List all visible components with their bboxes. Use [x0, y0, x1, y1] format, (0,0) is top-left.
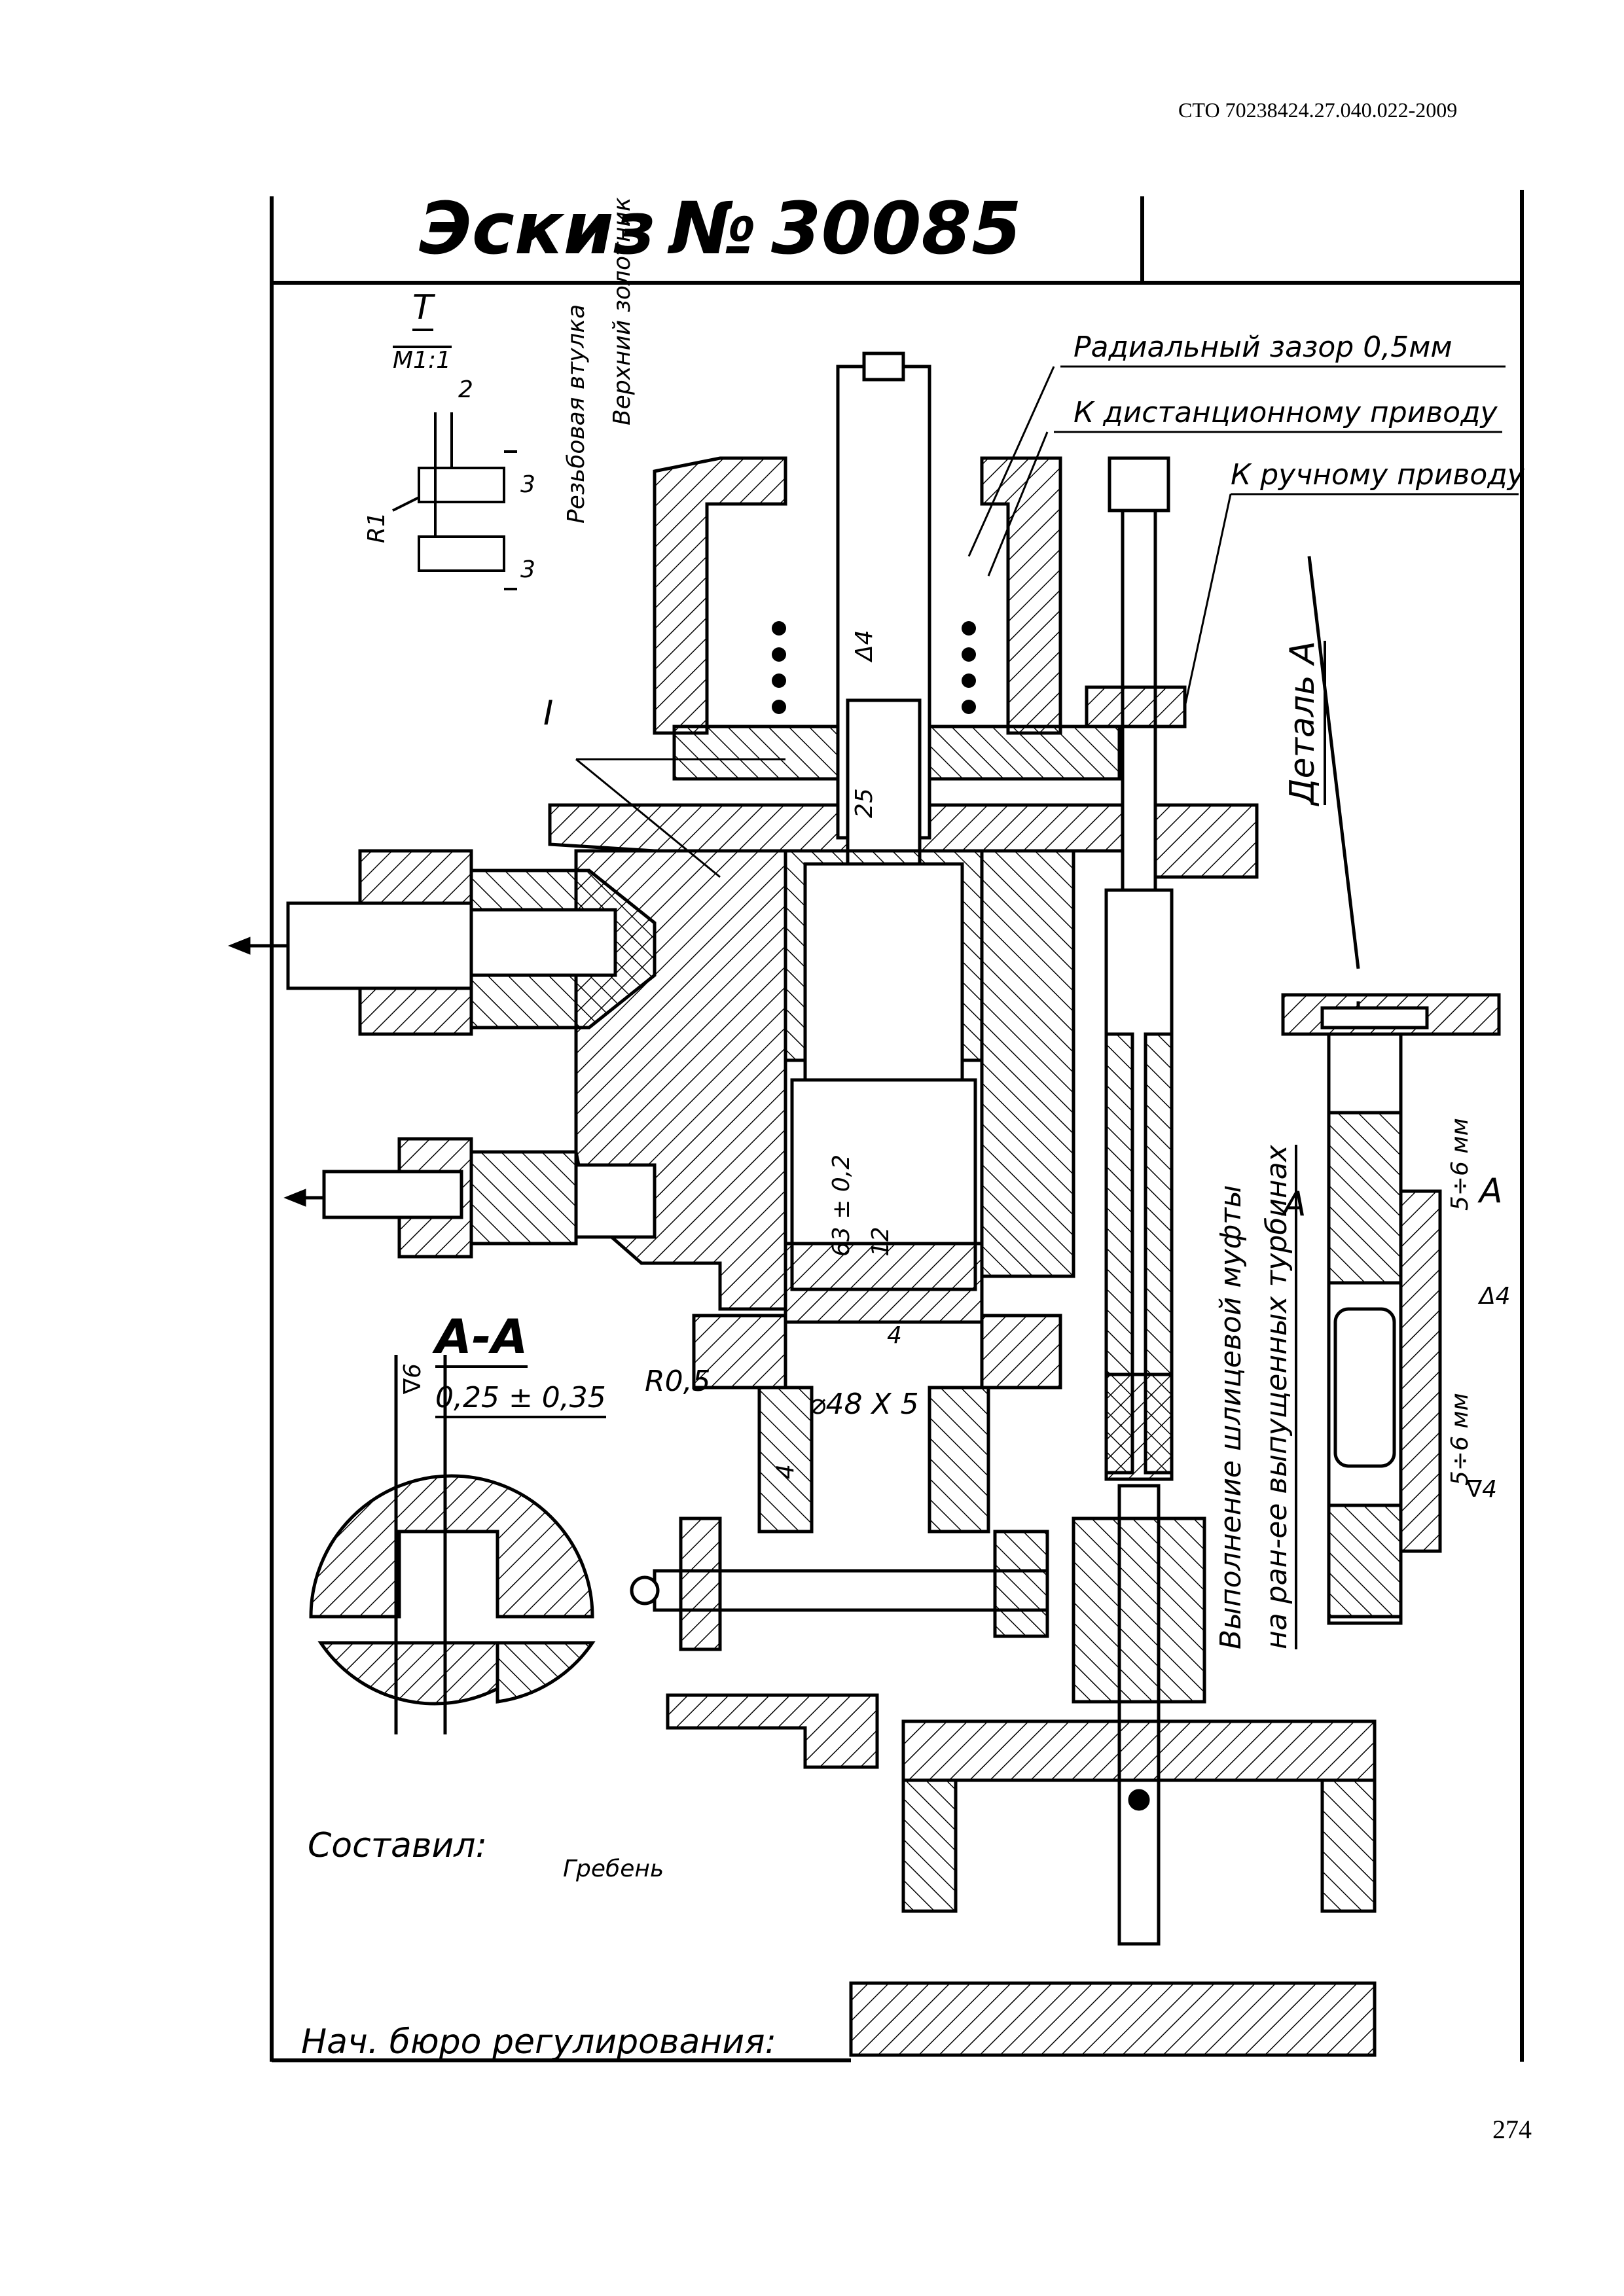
- dim-range-top: 5÷6 мм: [1447, 1118, 1473, 1211]
- dim-triangle-4-low: 4: [772, 1464, 799, 1479]
- central-spool: [784, 351, 984, 1324]
- label-i: I: [543, 694, 554, 733]
- bushing-note: Резьбовая втулка: [563, 304, 590, 524]
- radial-gap-callout: Радиальный зазор 0,5мм: [1074, 331, 1453, 364]
- dim-r05: R0,5: [645, 1365, 711, 1398]
- section-aa-tolerance: 0,25 ± 0,35: [435, 1381, 606, 1418]
- section-a-a-drawing: [309, 1355, 596, 1734]
- section-aa-title: А-А: [435, 1309, 528, 1368]
- drawing-frame: [270, 190, 1524, 2062]
- section-mark-right: А: [1479, 1172, 1503, 1211]
- leader-lines: [575, 365, 1519, 878]
- dim-tri-right-a: Δ4: [1479, 1283, 1511, 1310]
- vertical-text-line1: Выполнение шлицевой муфты: [1214, 1185, 1248, 1649]
- page-number: 274: [1492, 2115, 1532, 2144]
- sketch-number: 30085: [770, 187, 1022, 270]
- detail-t-radius: R1: [363, 512, 390, 543]
- detail-t-title: Т: [412, 288, 433, 331]
- detail-a-callout: Деталь А: [1283, 641, 1326, 805]
- dim-range-bottom: 5÷6 мм: [1447, 1393, 1473, 1486]
- lower-gear-housing: [666, 1516, 1377, 2057]
- section-mark-left: А: [1283, 1185, 1307, 1224]
- handwheel-rod: [630, 1516, 1049, 1651]
- springs: [772, 621, 976, 714]
- dim-triangle-4-mid: 4: [887, 1322, 902, 1349]
- detail-a-drawing: [1281, 556, 1501, 1625]
- remote-drive-callout: К дистанционному приводу: [1074, 396, 1498, 429]
- detail-t-dim-3b: 3: [520, 556, 535, 583]
- spool-note: Верхний золотник: [609, 197, 636, 425]
- section-aa-roughness: ∇6: [399, 1363, 426, 1394]
- compiled-name: Гребень: [563, 1856, 664, 1882]
- chief-label: Нач. бюро регулирования:: [301, 2022, 776, 2060]
- vertical-text-line2: на ран-ее выпущенных турбинах: [1260, 1145, 1297, 1649]
- lower-outlet-fitting: [283, 1137, 657, 1259]
- dim-tri-right-b: ∇4: [1466, 1476, 1497, 1503]
- document-code: СТО 70238424.27.040.022-2009: [1178, 98, 1458, 122]
- dim-63: 63 ± 0,2: [828, 1154, 855, 1257]
- detail-t-dim-2: 2: [458, 376, 473, 403]
- compiled-label: Составил:: [308, 1826, 488, 1865]
- dim-25: 25: [851, 788, 878, 818]
- dim-triangle-4-top: Δ4: [851, 630, 878, 661]
- dim-diameter: ⌀48 X 5: [808, 1388, 919, 1421]
- detail-t-dim-3a: 3: [520, 471, 535, 498]
- detail-t-scale: М1:1: [393, 347, 451, 374]
- detail-t-drawing: [392, 346, 517, 590]
- sketch-title-word: Эскиз: [419, 187, 656, 270]
- upper-outlet-fitting: [228, 849, 657, 1036]
- dim-12: 12: [867, 1227, 894, 1257]
- number-sign: №: [670, 187, 757, 270]
- manual-drive-callout: К ручному приводу: [1231, 458, 1525, 492]
